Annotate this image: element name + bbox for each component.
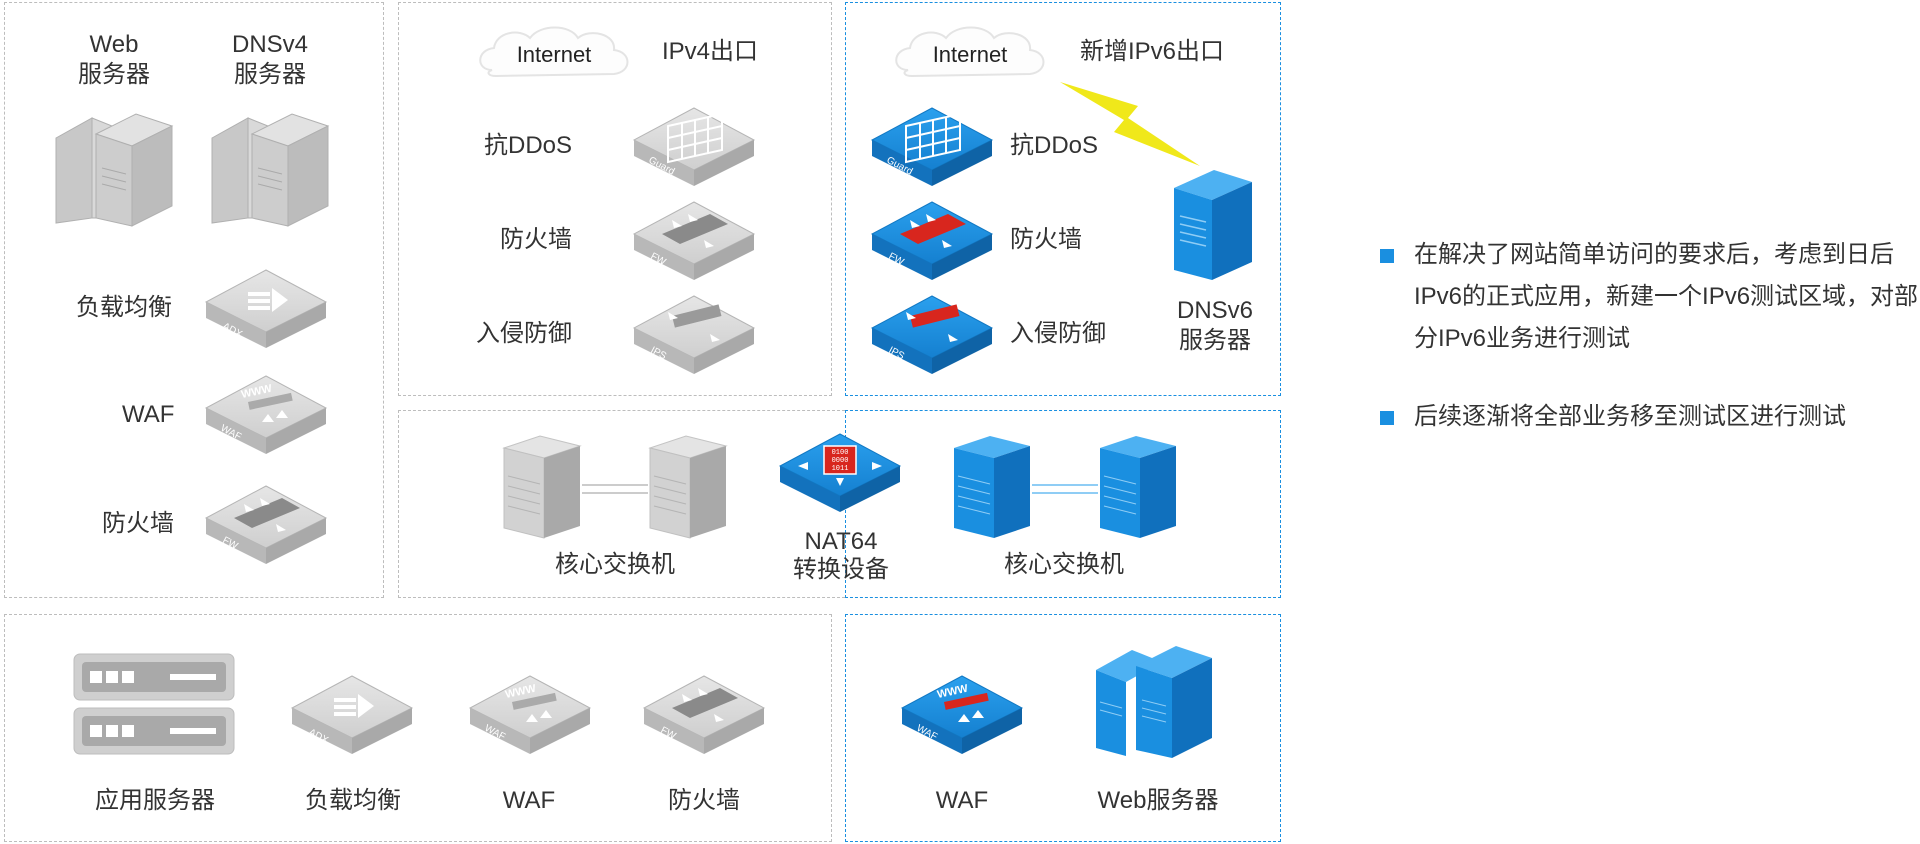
ipv4-internet-label: Internet bbox=[516, 42, 592, 67]
note-text: 后续逐渐将全部业务移至测试区进行测试 bbox=[1414, 403, 1846, 430]
ipv6-fw-icon: FW bbox=[870, 201, 994, 280]
ipv6-waf-label: WAF bbox=[935, 787, 989, 814]
zone-core-ipv4 bbox=[398, 410, 845, 598]
core-switch-v4-left-icon bbox=[502, 435, 582, 539]
bottom-adx-icon: ADX bbox=[290, 675, 414, 754]
core-v6-link-a bbox=[1032, 484, 1098, 486]
ipv6-guard-icon: Guard bbox=[870, 107, 994, 186]
left-firewall-label: 防火墙 bbox=[102, 510, 174, 537]
nat64-label: NAT64 转换设备 bbox=[793, 528, 889, 583]
lightning-icon bbox=[1060, 82, 1200, 166]
ipv4-exit-title: IPv4出口 bbox=[662, 38, 759, 65]
bullet-square-icon bbox=[1380, 411, 1394, 425]
dnsv4-server-label: DNSv4 服务器 bbox=[231, 31, 309, 88]
left-fw-icon: FW bbox=[204, 485, 328, 564]
zone-bottom-ipv6 bbox=[845, 614, 1281, 842]
zone-left-servers bbox=[4, 2, 384, 598]
svg-text:0000: 0000 bbox=[832, 457, 849, 465]
core-switch-v6-left-icon bbox=[954, 436, 1030, 538]
svg-text:0100: 0100 bbox=[832, 449, 849, 457]
bottom-waf-icon: WWW WAF bbox=[468, 675, 592, 754]
core-switch-v6-label: 核心交换机 bbox=[1004, 551, 1124, 578]
core-v4-link-b bbox=[582, 492, 648, 494]
ipv6-exit-title: 新增IPv6出口 bbox=[1080, 38, 1225, 65]
bottom-fw-icon: FW bbox=[642, 675, 766, 754]
note-item: 在解决了网站简单访问的要求后，考虑到日后IPv6的正式应用，新建一个IPv6测试… bbox=[1380, 234, 1920, 360]
ipv6-internet-cloud: Internet bbox=[886, 22, 1054, 88]
web-server-label: Web 服务器 bbox=[78, 31, 150, 88]
core-switch-v4-right-icon bbox=[648, 435, 728, 539]
ipv4-internet-cloud: Internet bbox=[470, 22, 638, 88]
core-switch-v4-label: 核心交换机 bbox=[555, 551, 675, 578]
ipv4-guard-icon: Guard bbox=[632, 107, 756, 186]
ipv6-internet-label: Internet bbox=[932, 42, 1008, 67]
note-text: 在解决了网站简单访问的要求后，考虑到日后IPv6的正式应用，新建一个IPv6测试… bbox=[1414, 241, 1919, 352]
bullet-square-icon bbox=[1380, 249, 1394, 263]
ipv4-ips-label: 入侵防御 bbox=[476, 320, 572, 347]
ipv6-ips-label: 入侵防御 bbox=[1010, 320, 1106, 347]
app-server-label: 应用服务器 bbox=[95, 787, 215, 814]
core-v6-link-b bbox=[1032, 492, 1098, 494]
core-v4-link-a bbox=[582, 484, 648, 486]
dnsv4-server-icon bbox=[211, 113, 330, 227]
left-adx-icon: ADX bbox=[204, 269, 328, 348]
core-switch-v6-right-icon bbox=[1100, 436, 1176, 538]
zone-ipv4-exit bbox=[398, 2, 832, 396]
app-server-icon bbox=[73, 653, 235, 755]
dnsv6-server-icon bbox=[1174, 170, 1252, 280]
notes-panel: 在解决了网站简单访问的要求后，考虑到日后IPv6的正式应用，新建一个IPv6测试… bbox=[1380, 234, 1920, 474]
ipv6-ips-icon: IPS bbox=[870, 295, 994, 374]
ipv4-firewall-label: 防火墙 bbox=[500, 226, 572, 253]
left-waf-icon: WWW WAF bbox=[204, 375, 328, 454]
zone-ipv6-exit bbox=[845, 2, 1281, 396]
ipv6-web-server-icon bbox=[1096, 646, 1212, 758]
left-load-balance-label: 负载均衡 bbox=[76, 294, 172, 321]
ipv6-anti-ddos-label: 抗DDoS bbox=[1010, 132, 1099, 159]
note-item: 后续逐渐将全部业务移至测试区进行测试 bbox=[1380, 396, 1920, 438]
web-server-icon bbox=[55, 113, 174, 227]
bottom-firewall-label: 防火墙 bbox=[668, 787, 740, 814]
ipv4-ips-icon: IPS bbox=[632, 295, 756, 374]
zone-bottom-ipv4 bbox=[4, 614, 832, 842]
ipv4-anti-ddos-label: 抗DDoS bbox=[484, 132, 573, 159]
left-waf-label: WAF bbox=[122, 401, 175, 428]
ipv6-waf-icon: WWW WAF bbox=[900, 675, 1024, 754]
nat64-icon: 0100 0000 1011 bbox=[778, 433, 902, 512]
svg-text:1011: 1011 bbox=[832, 465, 849, 473]
ipv4-fw-icon: FW bbox=[632, 201, 756, 280]
dnsv6-server-label: DNSv6 服务器 bbox=[1176, 297, 1254, 354]
bottom-waf-label: WAF bbox=[502, 787, 556, 814]
bottom-load-balance-label: 负载均衡 bbox=[305, 787, 401, 814]
ipv6-firewall-label: 防火墙 bbox=[1010, 226, 1082, 253]
ipv6-web-server-label: Web服务器 bbox=[1097, 787, 1219, 814]
